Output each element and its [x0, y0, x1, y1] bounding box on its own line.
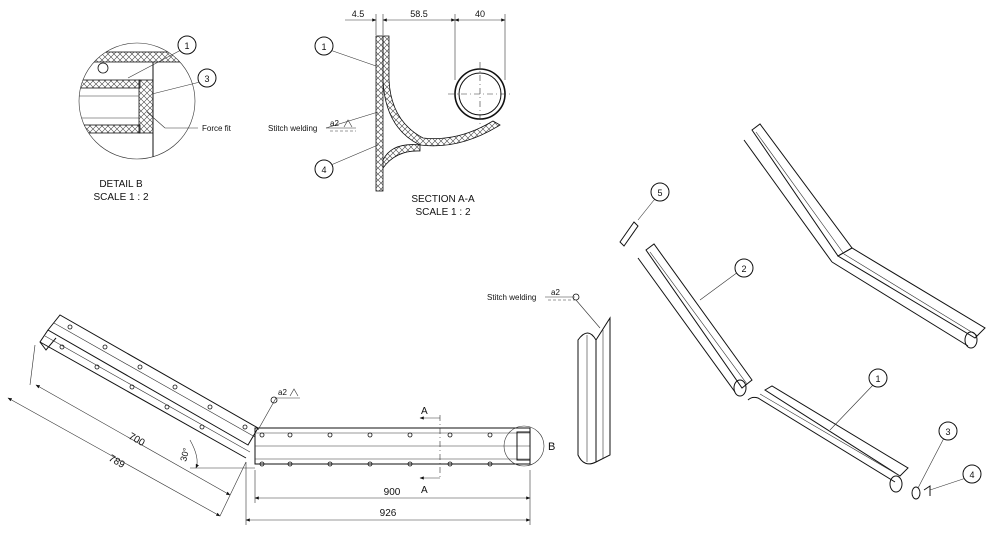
- weld-symbol-section: a2: [330, 119, 339, 128]
- balloon-1-iso: [868, 368, 888, 388]
- dim-angle-30: 30°: [178, 446, 191, 462]
- section-a-a-title: SECTION A-A: [411, 194, 475, 205]
- dim-926: 926: [380, 508, 397, 519]
- weld-symbol-main: a2: [278, 388, 287, 397]
- detail-b-plate: [79, 51, 195, 63]
- balloon-3-detail-b: [197, 68, 217, 88]
- detail-b-title: DETAIL B: [99, 179, 143, 190]
- balloon-3-iso-label: 3: [945, 427, 950, 437]
- section-a-a-scale: SCALE 1 : 2: [415, 207, 470, 218]
- section-plate: [375, 35, 384, 192]
- balloon-4-section-label: 4: [321, 165, 326, 175]
- iso-assembled-part: [743, 123, 986, 349]
- balloon-2-iso: [734, 258, 754, 278]
- force-fit-note: Force fit: [202, 124, 232, 133]
- isometric-exploded-view: 2 5 1 3 4: [619, 123, 986, 500]
- balloon-1-detail-b: [177, 35, 197, 55]
- balloon-4-iso: [962, 464, 982, 484]
- dim-900: 900: [384, 487, 401, 498]
- detail-b-boundary: [78, 42, 196, 160]
- balloon-3-iso: [938, 421, 958, 441]
- section-mark-bottom: A: [421, 485, 428, 496]
- balloon-1-label: 1: [184, 41, 189, 51]
- dim-58-5: 58.5: [410, 9, 428, 19]
- section-mark-top: A: [421, 406, 428, 417]
- inclined-arm: [47, 314, 259, 446]
- dim-40: 40: [475, 9, 485, 19]
- balloon-3-label: 3: [204, 74, 209, 84]
- detail-b-scale: SCALE 1 : 2: [93, 192, 148, 203]
- balloon-5-iso: [650, 182, 670, 202]
- weld-symbol-side: a2: [551, 288, 560, 297]
- detail-b-view: 1 3 Force fit DETAIL B SCALE 1 : 2: [78, 35, 232, 203]
- side-view: Stitch welding a2: [487, 288, 611, 465]
- stitch-welding-label-side: Stitch welding: [487, 293, 536, 302]
- bolt-holes: [59, 324, 493, 467]
- iso-part-3: [911, 486, 921, 500]
- section-curved-profile: [382, 35, 501, 147]
- side-plate: [595, 316, 611, 463]
- dim-4-5: 4.5: [352, 9, 365, 19]
- balloon-1-iso-label: 1: [875, 374, 880, 384]
- balloon-1-section: [314, 36, 334, 56]
- balloon-4-iso-label: 4: [969, 470, 974, 480]
- balloon-5-label: 5: [657, 188, 662, 198]
- balloon-2-label: 2: [741, 264, 746, 274]
- iso-part-1: [747, 385, 909, 493]
- section-a-a-view: 4.5 58.5 40 1 4 Stitch welding a2 SECTIO…: [268, 9, 512, 218]
- stitch-welding-label-section: Stitch welding: [268, 124, 317, 133]
- detail-b-plug: [138, 79, 154, 134]
- detail-b-letter: B: [548, 441, 555, 453]
- iso-part-5: [619, 199, 655, 247]
- iso-part-2: [637, 243, 753, 397]
- balloon-1-section-label: 1: [321, 42, 326, 52]
- dim-789: 789: [107, 453, 127, 471]
- detail-b-marker: [503, 425, 545, 467]
- iso-part-4: [923, 485, 931, 496]
- balloon-4-section: [314, 159, 334, 179]
- main-front-view: B A A 900 926 700 789 30° a2: [7, 314, 555, 525]
